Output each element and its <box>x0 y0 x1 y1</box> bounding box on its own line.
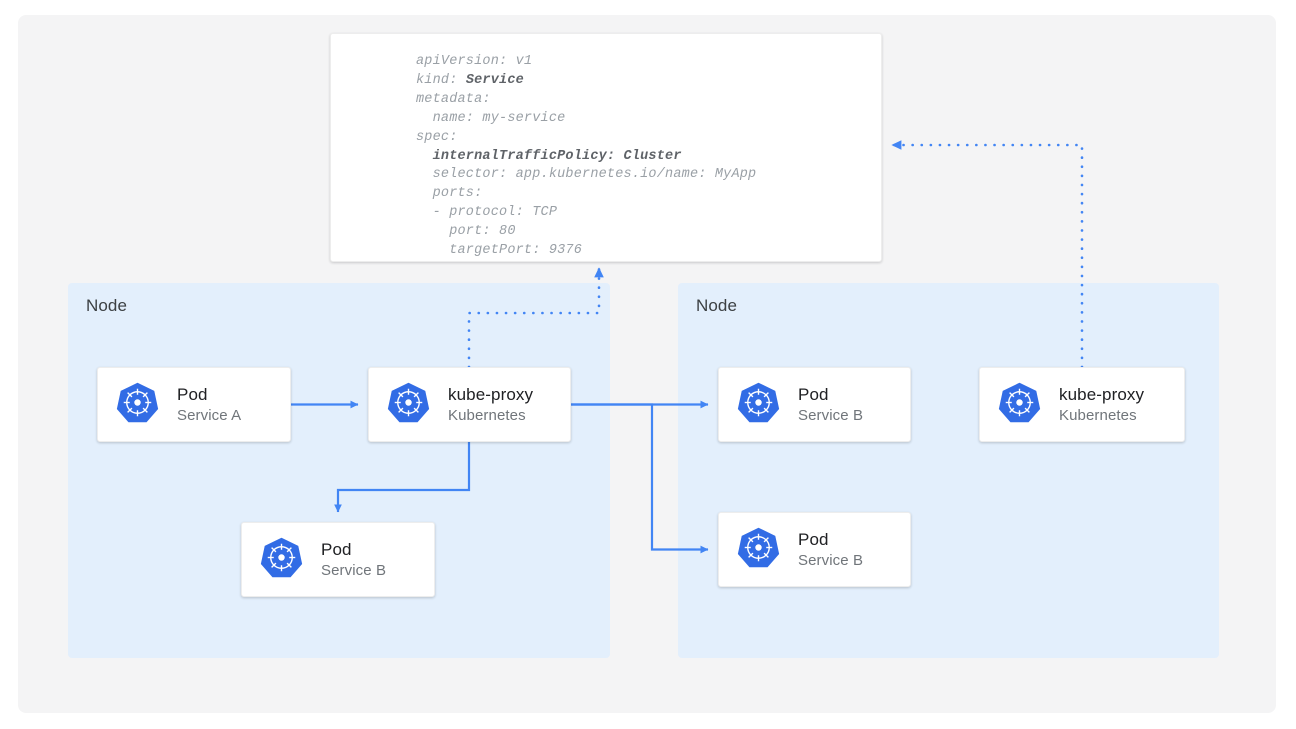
card-title: Pod <box>177 384 208 404</box>
card-text: Pod Service A <box>177 384 241 426</box>
service-manifest-code: apiVersion: v1 kind: Service metadata: nam… <box>416 53 756 261</box>
node-container-right: Node <box>678 283 1219 658</box>
card-text: kube-proxy Kubernetes <box>1059 384 1144 426</box>
card-title: kube-proxy <box>448 384 534 404</box>
card-pod-service-b-local[interactable]: Pod Service B <box>241 522 435 597</box>
card-title: Pod <box>798 529 829 549</box>
card-kube-proxy-right[interactable]: kube-proxy Kubernetes <box>979 367 1185 442</box>
card-subtitle: Kubernetes <box>1059 406 1137 424</box>
kubernetes-icon <box>387 381 430 429</box>
kubernetes-icon <box>737 526 780 574</box>
manifest-line: metadata: <box>416 91 491 107</box>
manifest-line: ports: <box>416 186 483 202</box>
manifest-line: selector: app.kubernetes.io/name: MyApp <box>416 167 757 183</box>
card-text: Pod Service B <box>321 539 386 581</box>
card-subtitle: Service A <box>177 406 242 424</box>
card-subtitle: Kubernetes <box>448 406 526 424</box>
node-label: Node <box>86 296 128 315</box>
card-title: Pod <box>798 384 829 404</box>
card-pod-service-a[interactable]: Pod Service A <box>97 367 291 442</box>
card-subtitle: Service B <box>321 561 387 579</box>
kubernetes-icon <box>260 536 303 584</box>
manifest-line: apiVersion: v1 <box>416 54 533 69</box>
manifest-emphasis: Service <box>465 72 524 88</box>
node-container-left: Node <box>68 283 610 658</box>
manifest-line: kind: Service <box>416 72 524 88</box>
card-text: Pod Service B <box>798 384 863 426</box>
card-pod-service-b-top[interactable]: Pod Service B <box>718 367 911 442</box>
card-subtitle: Service B <box>798 406 864 424</box>
card-pod-service-b-bottom[interactable]: Pod Service B <box>718 512 911 587</box>
manifest-line: targetPort: 9376 <box>416 243 583 259</box>
card-text: kube-proxy Kubernetes <box>448 384 533 426</box>
manifest-line: internalTrafficPolicy: Cluster <box>416 148 682 164</box>
manifest-line: spec: <box>416 129 458 145</box>
card-text: Pod Service B <box>798 529 863 571</box>
card-title: kube-proxy <box>1059 384 1145 404</box>
manifest-line: - protocol: TCP <box>416 205 558 221</box>
card-kube-proxy-left[interactable]: kube-proxy Kubernetes <box>368 367 571 442</box>
manifest-line: name: my-service <box>416 110 566 126</box>
kubernetes-icon <box>737 381 780 429</box>
node-label: Node <box>696 296 738 315</box>
kubernetes-icon <box>116 381 159 429</box>
service-manifest-box: apiVersion: v1 kind: Service metadata: nam… <box>330 33 882 262</box>
manifest-line: port: 80 <box>416 224 516 240</box>
kubernetes-icon <box>998 381 1041 429</box>
card-subtitle: Service B <box>798 551 864 569</box>
card-title: Pod <box>321 539 352 559</box>
